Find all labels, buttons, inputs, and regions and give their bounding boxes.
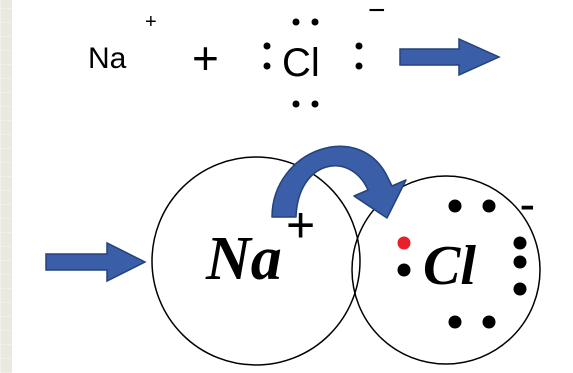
sodium-ion-circle — [151, 156, 361, 366]
equation-chlorine-charge: − — [368, 0, 386, 27]
equation-plus-sign: + — [192, 32, 219, 84]
valence-electron-dot — [263, 42, 271, 50]
valence-electron-dot — [311, 100, 319, 108]
valence-electron-dot — [513, 255, 527, 269]
valence-electron-dot — [263, 62, 271, 70]
chloride-ion-charge: - — [520, 179, 535, 228]
chloride-ion-circle — [351, 175, 541, 365]
valence-electron-dot — [397, 263, 411, 277]
valence-electron-dot — [355, 62, 363, 70]
incoming-arrow-icon — [45, 241, 147, 283]
chloride-valence-electrons — [397, 199, 527, 329]
equation-sodium-charge: + — [145, 11, 157, 33]
valence-electron-dot — [513, 282, 527, 296]
reaction-arrow-icon — [399, 37, 501, 77]
valence-electron-dot — [292, 18, 300, 26]
chloride-ion-symbol: Cl — [423, 235, 476, 297]
equation-sodium-symbol: Na — [88, 42, 127, 75]
sodium-ion-symbol: Na — [205, 225, 282, 293]
equation-chlorine-valence-electrons — [263, 18, 363, 108]
valence-electron-dot — [292, 100, 300, 108]
equation-chlorine-symbol: Cl — [282, 41, 320, 85]
valence-electron-dot — [482, 199, 496, 213]
valence-electron-dot — [482, 315, 496, 329]
valence-electron-dot — [311, 18, 319, 26]
valence-electron-dot — [448, 199, 462, 213]
electron-transfer-arrow-icon — [271, 145, 407, 219]
valence-electron-dot — [448, 315, 462, 329]
valence-electron-dot — [513, 236, 527, 250]
transferred-electron-dot — [397, 236, 411, 250]
valence-electron-dot — [355, 42, 363, 50]
